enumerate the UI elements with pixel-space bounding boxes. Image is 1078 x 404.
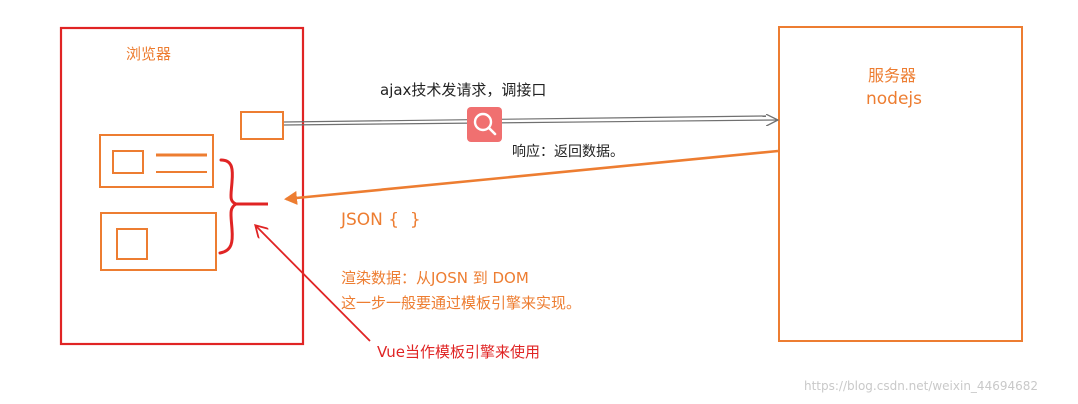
request-arrow-line-1: [283, 115, 767, 123]
render-note-line-2: 这一步一般要通过模板引擎来实现。: [341, 294, 582, 312]
json-label: JSON { }: [341, 210, 421, 230]
search-icon[interactable]: [467, 107, 502, 142]
dom-brace: [218, 158, 240, 255]
dom-card-2-thumb: [116, 228, 148, 260]
response-label: 响应：返回数据。: [512, 144, 624, 160]
server-label: 服务器: [868, 66, 917, 85]
dom-card-2: [100, 212, 217, 271]
vue-arrow: [256, 226, 371, 342]
dom-card-1-thumb: [112, 150, 144, 174]
server-sublabel: nodejs: [866, 89, 923, 109]
request-source-box: [240, 111, 284, 140]
request-label: ajax技术发请求，调接口: [380, 81, 547, 99]
dom-card-1: [99, 134, 214, 188]
browser-box: [59, 26, 305, 346]
vue-note: Vue当作模板引擎来使用: [377, 343, 540, 361]
request-arrow-line-2: [283, 120, 778, 125]
render-note-line-1: 渲染数据：从JOSN 到 DOM: [341, 269, 529, 287]
server-box: [778, 26, 1023, 342]
response-arrow: [284, 149, 779, 205]
browser-label: 浏览器: [126, 45, 172, 63]
watermark: https://blog.csdn.net/weixin_44694682: [804, 379, 1039, 393]
